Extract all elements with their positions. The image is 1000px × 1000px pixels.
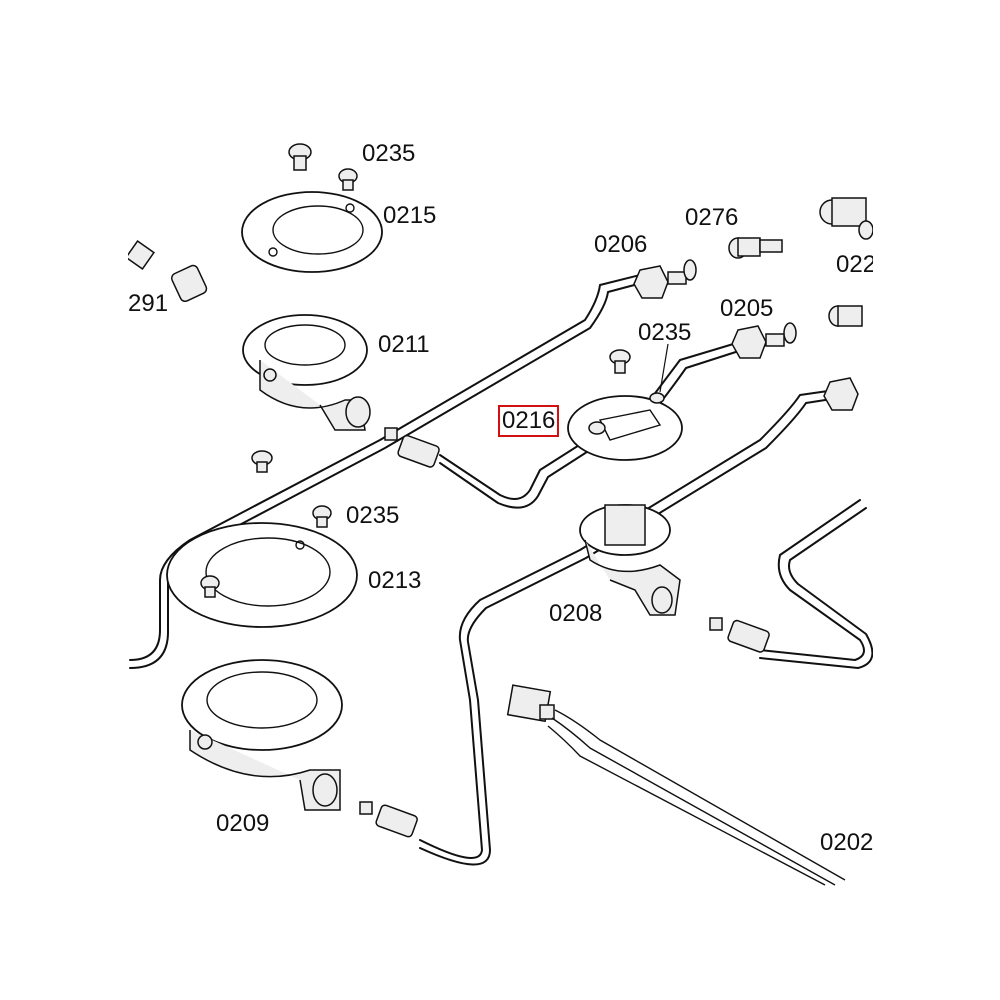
part-label-0235-top[interactable]: 0235 [362, 140, 416, 167]
burner-base-0209 [181, 659, 343, 811]
nozzle-291 [128, 240, 208, 303]
screw-top-right [338, 168, 358, 191]
nozzle-right-top [819, 197, 873, 240]
fitting-0276 [728, 237, 783, 259]
nozzle-right-mid [828, 305, 863, 327]
screw-0235-right [609, 349, 631, 374]
part-label-0213[interactable]: 0213 [368, 567, 422, 594]
gasket-0215 [241, 191, 383, 273]
part-label-0205[interactable]: 0205 [720, 295, 774, 322]
thermocouple-right [709, 617, 770, 653]
screw-mid-left [251, 450, 273, 473]
fitting-0205 [731, 322, 797, 359]
fitting-0206 [633, 259, 697, 299]
part-label-0208[interactable]: 0208 [549, 600, 603, 627]
part-label-0206[interactable]: 0206 [594, 231, 648, 258]
part-label-0211[interactable]: 0211 [378, 331, 430, 358]
thermocouple-bottom [359, 801, 418, 838]
connector-plug [506, 684, 555, 723]
gasket-0216 [567, 392, 683, 461]
screw-top-left [288, 143, 312, 171]
burner-base-0211 [242, 314, 371, 431]
wiring-0202 [547, 709, 846, 886]
gas-pipe-0205 [439, 341, 743, 509]
diagram-drawing [128, 143, 873, 886]
part-label-291[interactable]: 291 [128, 290, 169, 317]
fitting-right-front [823, 377, 859, 411]
part-label-0202-clipped[interactable]: 0202 [820, 831, 873, 855]
burner-base-0208 [579, 504, 681, 616]
screw-mid-center [312, 505, 332, 528]
gas-pipe-front [419, 389, 839, 866]
part-label-0235-right[interactable]: 0235 [638, 319, 692, 346]
part-label-0209[interactable]: 0209 [216, 810, 270, 837]
part-label-022-clipped[interactable]: 022 [836, 253, 873, 277]
gas-pipe-right [759, 499, 873, 669]
thermocouple-left [384, 427, 440, 468]
diagram-viewport [128, 0, 873, 1000]
part-label-0215[interactable]: 0215 [383, 202, 437, 229]
part-label-0235-center[interactable]: 0235 [346, 502, 400, 529]
gasket-0213 [166, 522, 358, 628]
part-label-0216-highlighted[interactable]: 0216 [497, 405, 560, 437]
part-label-0276[interactable]: 0276 [685, 204, 739, 231]
